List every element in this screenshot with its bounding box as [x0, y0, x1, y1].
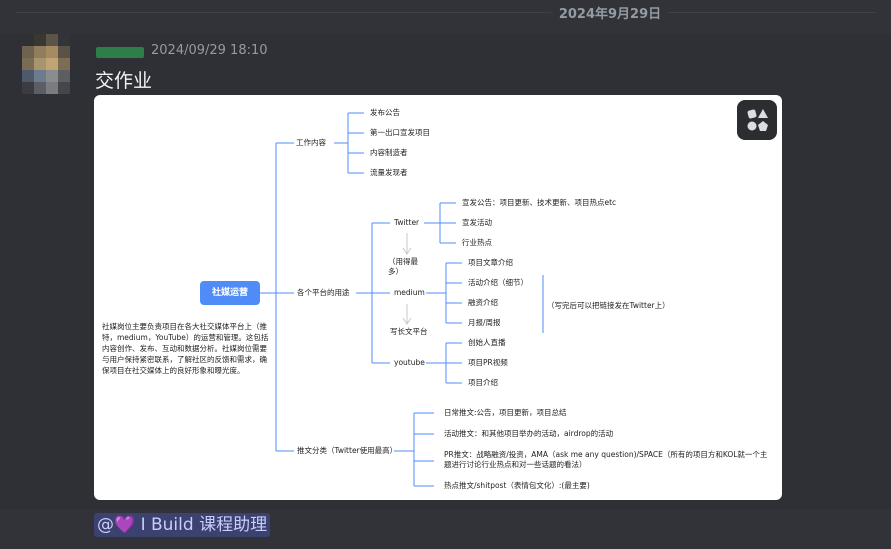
- work-item: 发布公告: [370, 108, 400, 118]
- platform-medium: medium: [394, 288, 425, 298]
- tweet-item: 热点推文/shitpost（表情包文化）:(最主要): [444, 481, 590, 491]
- branch-work: 工作内容: [296, 138, 326, 148]
- medium-item: 项目文章介绍: [468, 258, 513, 268]
- platform-youtube: youtube: [394, 358, 425, 368]
- shapes-icon: [737, 100, 777, 140]
- medium-item: 月报/周报: [468, 318, 501, 328]
- work-item: 流量发现者: [370, 168, 408, 178]
- note-long-form: 写长文平台: [390, 327, 428, 337]
- medium-item: 融资介绍: [468, 298, 498, 308]
- branch-tweets: 推文分类（Twitter使用最高）: [297, 446, 397, 456]
- note-most-used: （用得最多）: [388, 257, 426, 277]
- youtube-item: 创始人直播: [468, 338, 506, 348]
- username[interactable]: [96, 47, 144, 58]
- twitter-item: 宣发公告：项目更新、技术更新、项目热点etc: [462, 198, 616, 208]
- date-divider: 2024年9月29日: [555, 3, 665, 22]
- avatar[interactable]: [22, 34, 72, 100]
- date-divider-line-left: [16, 12, 551, 13]
- mindmap-root: 社媒运营: [200, 281, 260, 305]
- branch-platforms: 各个平台的用途: [297, 288, 350, 298]
- mindmap-description: 社媒岗位主要负责项目在各大社交媒体平台上（推特，medium，YouTube）的…: [102, 321, 272, 376]
- work-item: 第一出口宣发项目: [370, 128, 430, 138]
- user-mention[interactable]: @💜 I Build 课程助理: [94, 513, 270, 537]
- tweet-item: 活动推文：和其他项目举办的活动，airdrop的活动: [444, 429, 613, 439]
- message-timestamp: 2024/09/29 18:10: [151, 43, 268, 58]
- youtube-item: 项目介绍: [468, 378, 498, 388]
- tweet-item: PR推文：战略融资/投资，AMA（ask me any question)/SP…: [444, 450, 774, 470]
- medium-item: 活动介绍（细节）: [468, 278, 528, 288]
- tweet-item: 日常推文:公告，项目更新，项目总结: [444, 408, 567, 418]
- image-extension-button[interactable]: [737, 100, 777, 140]
- platform-twitter: Twitter: [394, 218, 419, 228]
- twitter-item: 宣发活动: [462, 218, 492, 228]
- image-attachment[interactable]: 社媒运营 社媒岗位主要负责项目在各大社交媒体平台上（推特，medium，YouT…: [94, 95, 782, 500]
- youtube-item: 项目PR视频: [468, 358, 508, 368]
- twitter-item: 行业热点: [462, 238, 492, 248]
- work-item: 内容制造者: [370, 148, 408, 158]
- message-text: 交作业: [95, 66, 152, 93]
- date-divider-line-right: [669, 12, 875, 13]
- mindmap: 社媒运营 社媒岗位主要负责项目在各大社交媒体平台上（推特，medium，YouT…: [94, 95, 782, 500]
- medium-note: （写完后可以把链接发在Twitter上）: [547, 301, 670, 311]
